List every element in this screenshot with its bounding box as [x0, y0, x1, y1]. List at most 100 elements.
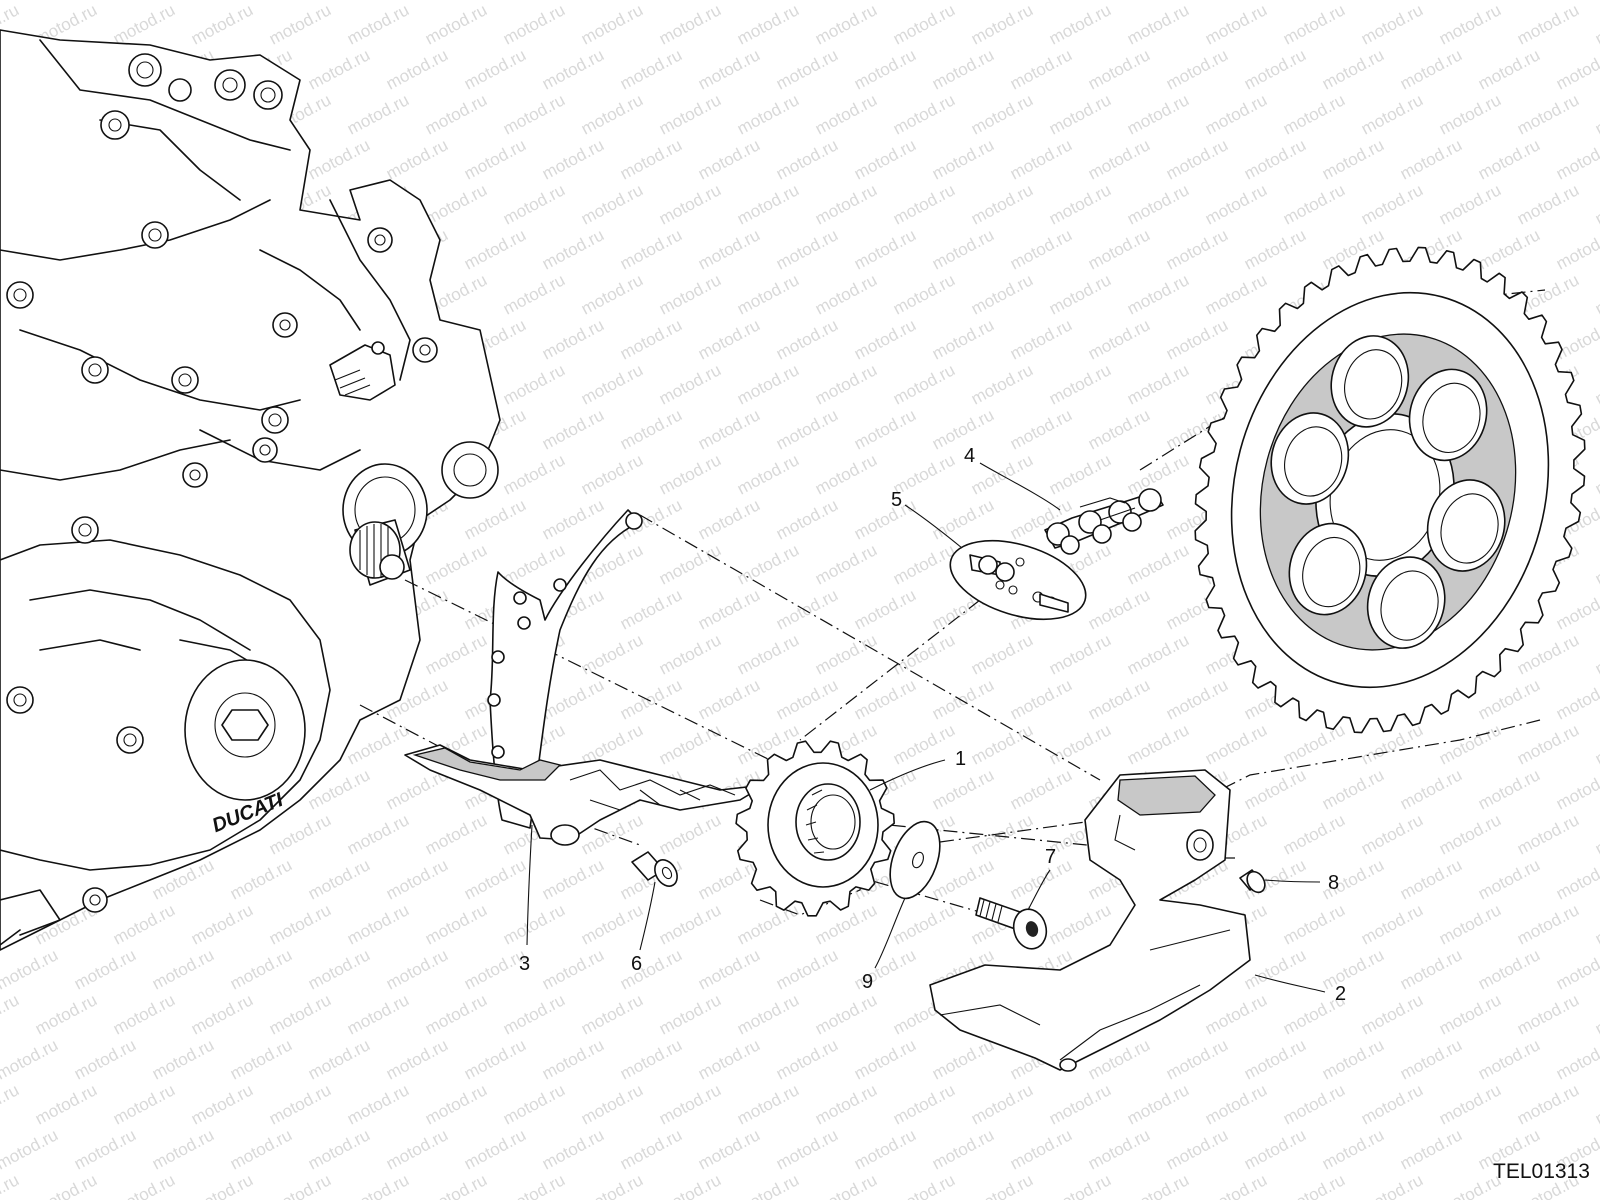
watermark-text: motod.ru — [1592, 1080, 1600, 1128]
watermark-text: motod.ru — [1202, 990, 1270, 1038]
watermark-text: motod.ru — [734, 900, 802, 948]
watermark-text: motod.ru — [734, 990, 802, 1038]
watermark-text: motod.ru — [851, 495, 919, 543]
watermark-text: motod.ru — [695, 495, 763, 543]
watermark-text: motod.ru — [578, 900, 646, 948]
watermark-text: motod.ru — [1124, 90, 1192, 138]
watermark-text: motod.ru — [188, 1080, 256, 1128]
callout-1: 1 — [955, 748, 966, 770]
part-2-sprocket-cover — [929, 769, 1251, 1072]
watermark-text: motod.ru — [1007, 45, 1075, 93]
watermark-text: motod.ru — [1241, 135, 1309, 183]
watermark-text: motod.ru — [1163, 135, 1231, 183]
watermark-text: motod.ru — [0, 1125, 61, 1173]
watermark-text: motod.ru — [71, 0, 139, 4]
part-3-chain-guide — [404, 509, 766, 846]
watermark-text: motod.ru — [1046, 360, 1114, 408]
watermark-text: motod.ru — [1553, 585, 1600, 633]
watermark-text: motod.ru — [617, 1125, 685, 1173]
watermark-text: motod.ru — [1319, 1125, 1387, 1173]
watermark-text: motod.ru — [1202, 270, 1270, 318]
watermark-text: motod.ru — [617, 405, 685, 453]
watermark-text: motod.ru — [1163, 45, 1231, 93]
watermark-text: motod.ru — [71, 945, 139, 993]
watermark-text: motod.ru — [929, 675, 997, 723]
watermark-text: motod.ru — [968, 0, 1036, 48]
watermark-text: motod.ru — [1163, 225, 1231, 273]
watermark-text: motod.ru — [110, 0, 178, 48]
watermark-text: motod.ru — [344, 990, 412, 1038]
watermark-text: motod.ru — [1202, 90, 1270, 138]
watermark-text: motod.ru — [1397, 855, 1465, 903]
engine-crankcase: DUCATI — [0, 29, 501, 951]
watermark-text: motod.ru — [1514, 630, 1582, 678]
watermark-text: motod.ru — [812, 1080, 880, 1128]
watermark-text: motod.ru — [1124, 1080, 1192, 1128]
watermark-text: motod.ru — [890, 720, 958, 768]
watermark-text: motod.ru — [656, 1170, 724, 1200]
watermark-text: motod.ru — [617, 315, 685, 363]
watermark-text: motod.ru — [1046, 1170, 1114, 1200]
watermark-text: motod.ru — [305, 1035, 373, 1083]
watermark-text: motod.ru — [1241, 1035, 1309, 1083]
watermark-text: motod.ru — [578, 1170, 646, 1200]
watermark-text: motod.ru — [500, 0, 568, 48]
watermark-text: motod.ru — [578, 360, 646, 408]
watermark-text: motod.ru — [539, 315, 607, 363]
watermark-text: motod.ru — [1085, 1125, 1153, 1173]
watermark-text: motod.ru — [110, 1080, 178, 1128]
watermark-text: motod.ru — [1358, 990, 1426, 1038]
watermark-text: motod.ru — [422, 990, 490, 1038]
watermark-text: motod.ru — [656, 990, 724, 1038]
watermark-text: motod.ru — [227, 855, 295, 903]
watermark-text: motod.ru — [890, 1080, 958, 1128]
watermark-text: motod.ru — [71, 1035, 139, 1083]
watermark-text: motod.ru — [1475, 1035, 1543, 1083]
watermark-text: motod.ru — [695, 405, 763, 453]
watermark-text: motod.ru — [1085, 405, 1153, 453]
watermark-text: motod.ru — [656, 180, 724, 228]
callout-3: 3 — [519, 953, 530, 975]
watermark-text: motod.ru — [1553, 315, 1600, 363]
sprocket-hole — [1366, 556, 1446, 649]
watermark-text: motod.ru — [968, 1170, 1036, 1200]
watermark-text: motod.ru — [1358, 90, 1426, 138]
watermark-text: motod.ru — [1358, 810, 1426, 858]
watermark-text: motod.ru — [227, 0, 295, 4]
watermark-text: motod.ru — [539, 0, 607, 4]
watermark-text: motod.ru — [617, 225, 685, 273]
callout-9: 9 — [862, 971, 873, 993]
watermark-text: motod.ru — [1124, 180, 1192, 228]
watermark-text: motod.ru — [1163, 0, 1231, 4]
watermark-text: motod.ru — [812, 360, 880, 408]
watermark-text: motod.ru — [695, 1125, 763, 1173]
watermark-text: motod.ru — [461, 0, 529, 4]
watermark-text: motod.ru — [1124, 1170, 1192, 1200]
watermark-text: motod.ru — [656, 810, 724, 858]
watermark-text: motod.ru — [1397, 765, 1465, 813]
watermark-text: motod.ru — [851, 1125, 919, 1173]
watermark-text: motod.ru — [1163, 675, 1231, 723]
watermark-text: motod.ru — [734, 90, 802, 138]
watermark-text: motod.ru — [1202, 180, 1270, 228]
watermark-text: motod.ru — [851, 45, 919, 93]
watermark-text: motod.ru — [461, 1125, 529, 1173]
watermark-text: motod.ru — [656, 1080, 724, 1128]
watermark-text: motod.ru — [1397, 135, 1465, 183]
watermark-text: motod.ru — [734, 360, 802, 408]
watermark-text: motod.ru — [344, 810, 412, 858]
watermark-text: motod.ru — [812, 180, 880, 228]
watermark-text: motod.ru — [1163, 315, 1231, 363]
watermark-text: motod.ru — [890, 900, 958, 948]
watermark-text: motod.ru — [383, 1125, 451, 1173]
watermark-text: motod.ru — [110, 1170, 178, 1200]
watermark-text: motod.ru — [1436, 90, 1504, 138]
watermark-text: motod.ru — [305, 1125, 373, 1173]
watermark-text: motod.ru — [851, 315, 919, 363]
watermark-text: motod.ru — [1514, 1080, 1582, 1128]
watermark-text: motod.ru — [1358, 0, 1426, 48]
watermark-text: motod.ru — [851, 135, 919, 183]
watermark-text: motod.ru — [32, 990, 100, 1038]
watermark-text: motod.ru — [968, 360, 1036, 408]
watermark-text: motod.ru — [812, 630, 880, 678]
